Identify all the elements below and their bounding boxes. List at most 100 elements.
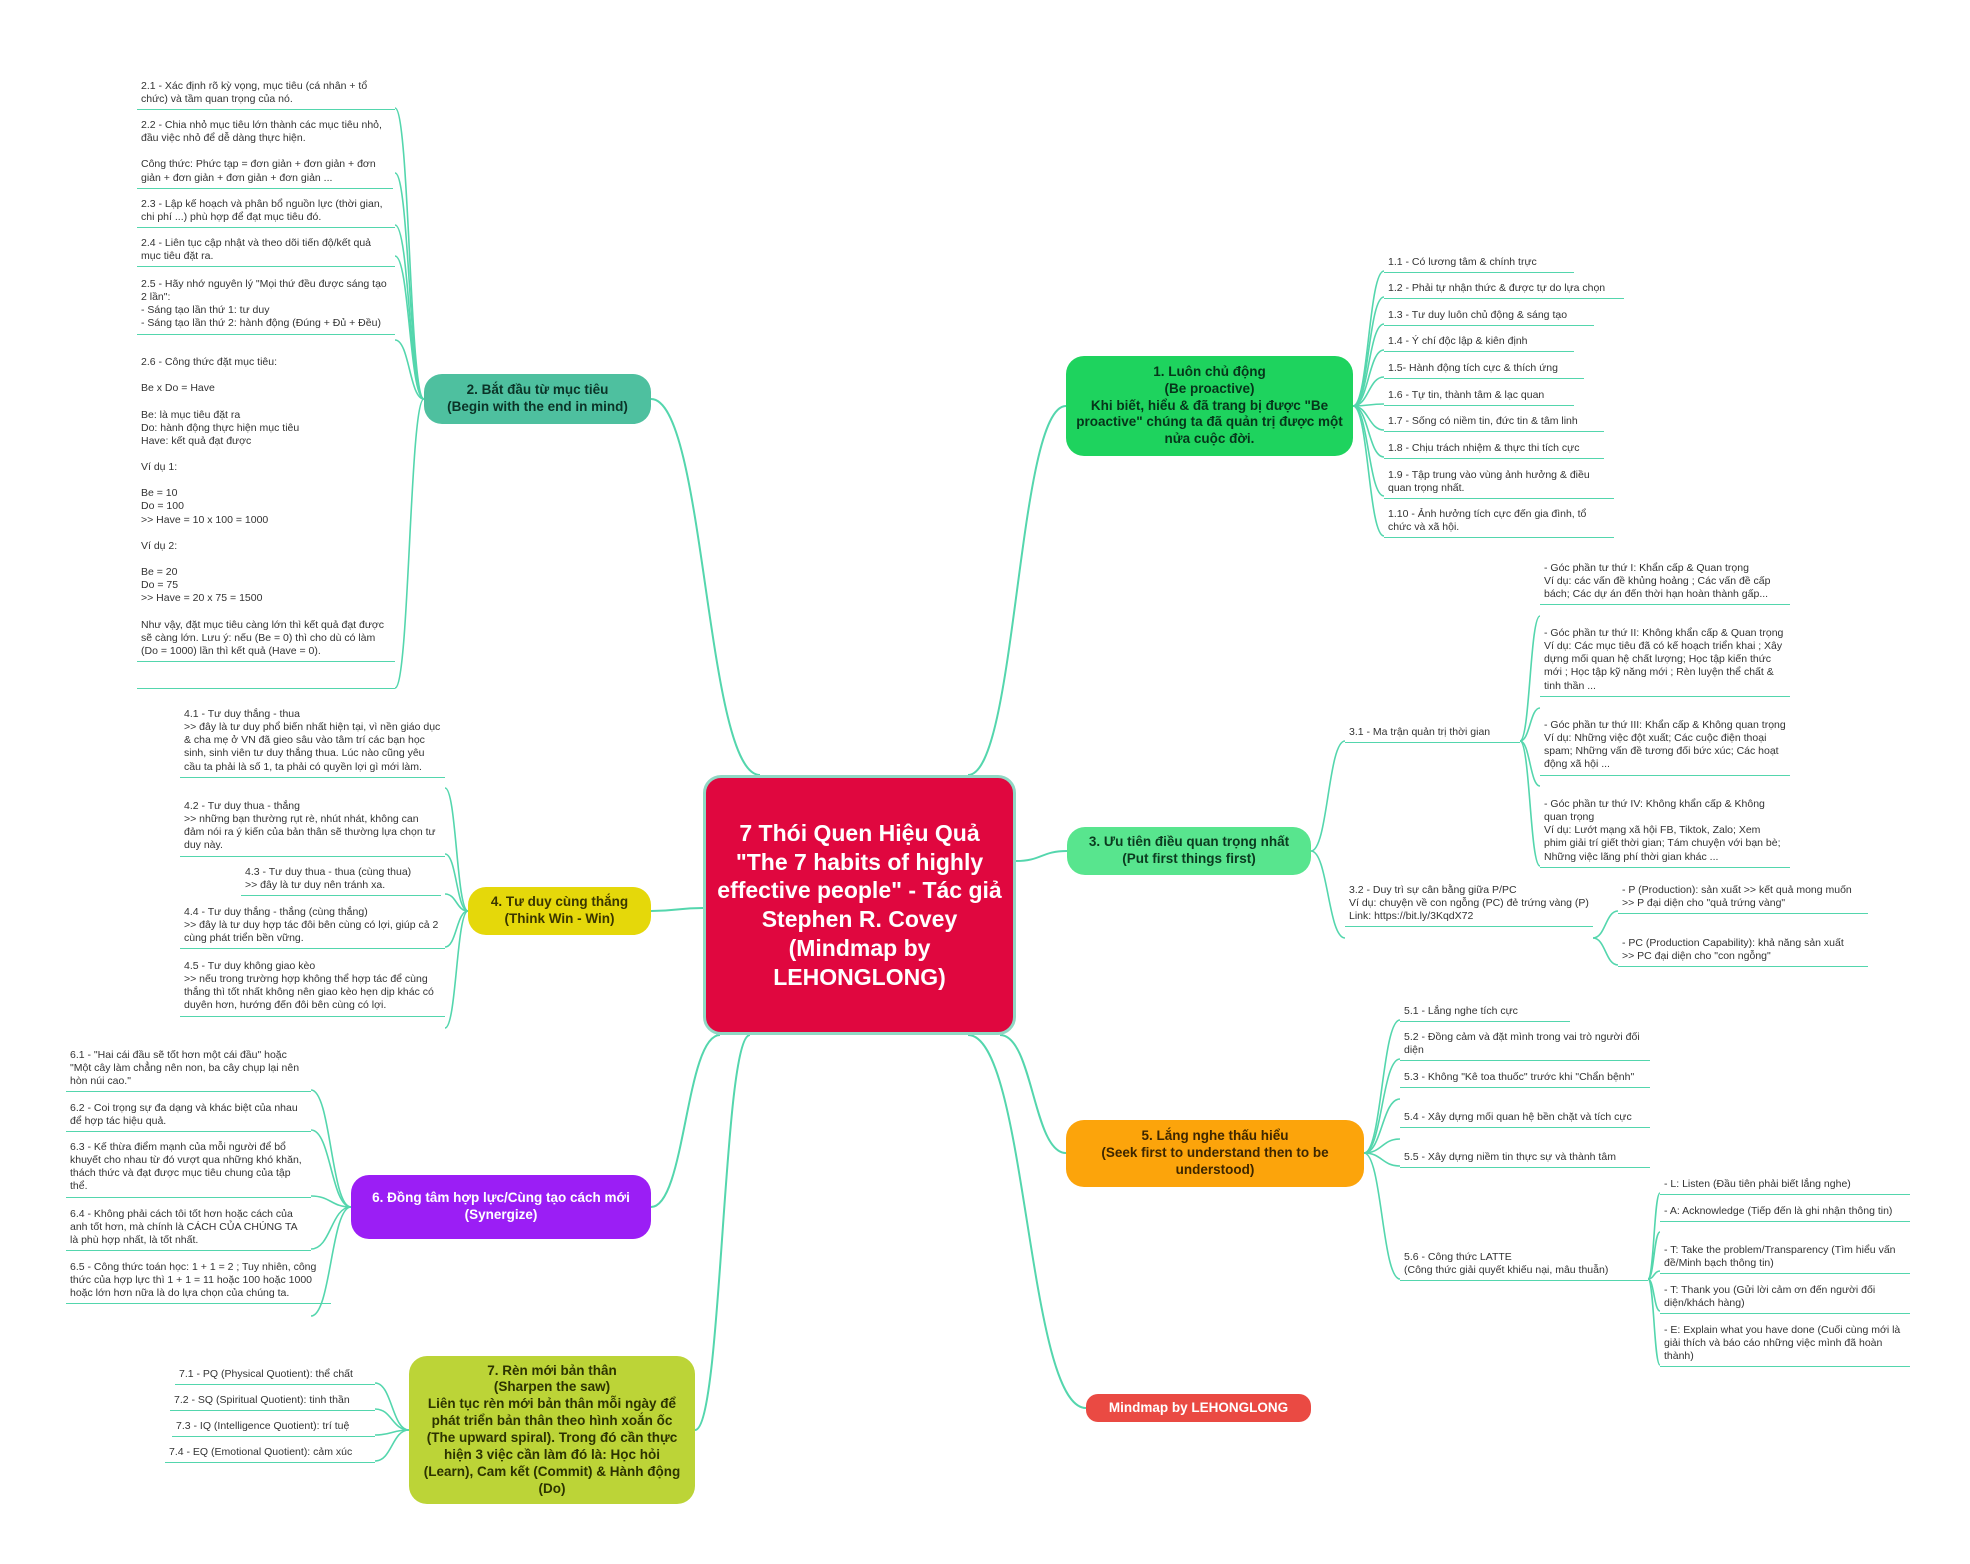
link-b3g1-1 <box>1519 707 1541 742</box>
b5-item[interactable]: 5.1 - Lắng nghe tích cực <box>1400 1005 1570 1023</box>
b4-item[interactable]: 4.1 - Tư duy thắng - thua >> đây là tư d… <box>180 708 445 778</box>
b5-latte-item[interactable]: - T: Take the problem/Transparency (Tìm … <box>1660 1244 1910 1275</box>
b7-item[interactable]: 7.2 - SQ (Spiritual Quotient): tinh thần <box>170 1394 375 1412</box>
b2-items-tail <box>137 688 395 689</box>
link-b6-4 <box>310 1206 352 1317</box>
link-b3g1-3 <box>1519 740 1541 867</box>
link-b2-4 <box>394 339 425 400</box>
b4-item[interactable]: 4.4 - Tư duy thắng - thắng (cùng thắng) … <box>180 906 445 950</box>
link-b7-0 <box>374 1382 410 1431</box>
b5-latte-item[interactable]: - A: Acknowledge (Tiếp đến là ghi nhận t… <box>1660 1205 1910 1223</box>
link-b3g2-1 <box>1592 937 1619 966</box>
branch-6-synergize[interactable]: 6. Đồng tâm hợp lực/Cùng tạo cách mới (S… <box>351 1175 651 1239</box>
link-root-b3 <box>1015 850 1068 862</box>
b3-time-matrix[interactable]: 3.1 - Ma trận quản trị thời gian <box>1345 726 1520 744</box>
link-root-b7 <box>694 1034 751 1431</box>
b3-quadrant[interactable]: - Góc phần tư thứ IV: Không khẩn cấp & K… <box>1540 798 1790 868</box>
root-topic[interactable]: 7 Thói Quen Hiệu Quả "The 7 habits of hi… <box>703 775 1016 1035</box>
branch-7-sharpen-the-saw[interactable]: 7. Rèn mới bản thân (Sharpen the saw) Li… <box>409 1356 695 1504</box>
link-b3-0 <box>1310 740 1346 852</box>
link-b1-9 <box>1352 405 1385 537</box>
branch-8-credit[interactable]: Mindmap by LEHONGLONG <box>1086 1394 1311 1422</box>
link-b5-5 <box>1363 1152 1401 1280</box>
b3-quadrant[interactable]: - Góc phần tư thứ III: Khẩn cấp & Không … <box>1540 719 1790 776</box>
b1-item[interactable]: 1.9 - Tập trung vào vùng ảnh hưởng & điề… <box>1384 469 1614 500</box>
b3-pc-balance[interactable]: 3.2 - Duy trì sự cân bằng giữa P/PC Ví d… <box>1345 884 1593 928</box>
b5-item[interactable]: 5.3 - Không "Kê toa thuốc" trước khi "Ch… <box>1400 1071 1650 1089</box>
b3-quadrant[interactable]: - Góc phần tư thứ II: Không khẩn cấp & Q… <box>1540 627 1790 697</box>
link-b4-0 <box>444 787 469 912</box>
b5-latte-item[interactable]: - E: Explain what you have done (Cuối cù… <box>1660 1324 1910 1368</box>
b4-item[interactable]: 4.2 - Tư duy thua - thắng >> những bạn t… <box>180 800 445 857</box>
b1-item[interactable]: 1.5- Hành động tích cực & thích ứng <box>1384 362 1584 380</box>
b2-item[interactable]: 2.1 - Xác định rõ kỳ vọng, mục tiêu (cá … <box>137 80 395 111</box>
link-root-b2 <box>650 398 761 776</box>
link-b5g-0 <box>1647 1192 1661 1280</box>
link-b5g-4 <box>1647 1278 1661 1366</box>
b1-item[interactable]: 1.6 - Tự tin, thành tâm & lạc quan <box>1384 389 1574 407</box>
b1-item[interactable]: 1.3 - Tư duy luôn chủ động & sáng tạo <box>1384 309 1594 327</box>
b1-item[interactable]: 1.1 - Có lương tâm & chính trực <box>1384 256 1574 274</box>
b1-item[interactable]: 1.10 - Ảnh hưởng tích cực đến gia đình, … <box>1384 508 1614 539</box>
link-root-b1 <box>967 405 1067 776</box>
link-b5-0 <box>1363 1019 1401 1154</box>
link-root-b6 <box>650 1034 721 1208</box>
link-b3g1-2 <box>1519 740 1541 787</box>
link-b6-2 <box>310 1195 352 1208</box>
b1-item[interactable]: 1.4 - Ý chí độc lập & kiên định <box>1384 335 1574 353</box>
b6-item[interactable]: 6.3 - Kế thừa điểm mạnh của mỗi người để… <box>66 1141 311 1198</box>
branch-4-think-win-win[interactable]: 4. Tư duy cùng thắng (Think Win - Win) <box>468 887 651 935</box>
b6-item[interactable]: 6.2 - Coi trọng sự đa dạng và khác biệt … <box>66 1102 311 1133</box>
b5-latte[interactable]: 5.6 - Công thức LATTE (Công thức giải qu… <box>1400 1251 1648 1282</box>
link-b2-3 <box>394 255 425 400</box>
branch-1-be-proactive[interactable]: 1. Luôn chủ động (Be proactive) Khi biết… <box>1066 356 1353 456</box>
b5-latte-item[interactable]: - T: Thank you (Gửi lời cảm ơn đến người… <box>1660 1284 1910 1315</box>
link-b2-0 <box>394 107 425 400</box>
b5-item[interactable]: 5.4 - Xây dựng mối quan hệ bền chặt và t… <box>1400 1111 1650 1129</box>
link-b6-0 <box>310 1089 352 1208</box>
b1-item[interactable]: 1.2 - Phải tự nhận thức & được tự do lựa… <box>1384 282 1624 300</box>
b2-item[interactable]: 2.4 - Liên tục cập nhật và theo dõi tiến… <box>137 237 395 268</box>
b6-item[interactable]: 6.5 - Công thức toán học: 1 + 1 = 2 ; Tu… <box>66 1261 331 1305</box>
link-b6-1 <box>310 1129 352 1208</box>
b7-item[interactable]: 7.4 - EQ (Emotional Quotient): cảm xúc <box>165 1446 375 1464</box>
b2-item[interactable]: 2.2 - Chia nhỏ mục tiêu lớn thành các mụ… <box>137 119 393 189</box>
b5-item[interactable]: 5.2 - Đồng cảm và đặt mình trong vai trò… <box>1400 1031 1650 1062</box>
link-b4-4 <box>444 910 469 1029</box>
branch-3-first-things-first[interactable]: 3. Ưu tiên điều quan trọng nhất (Put fir… <box>1067 827 1311 875</box>
branch-5-seek-to-understand[interactable]: 5. Lắng nghe thấu hiểu (Seek first to un… <box>1066 1120 1364 1187</box>
b3-quadrant[interactable]: - Góc phần tư thứ I: Khẩn cấp & Quan trọ… <box>1540 562 1790 606</box>
b4-item[interactable]: 4.5 - Tư duy không giao kèo >> nếu trong… <box>180 960 445 1017</box>
link-b7-1 <box>374 1408 410 1431</box>
b3-pc-item[interactable]: - P (Production): sản xuất >> kết quả mo… <box>1618 884 1868 915</box>
b2-item[interactable]: 2.3 - Lập kế hoạch và phân bổ nguồn lực … <box>137 198 395 229</box>
b4-item[interactable]: 4.3 - Tư duy thua - thua (cùng thua) >> … <box>241 866 441 897</box>
link-b1-0 <box>1352 270 1385 407</box>
link-b2-5 <box>394 398 425 689</box>
b2-item[interactable]: 2.6 - Công thức đặt mục tiêu: Be x Do = … <box>137 356 395 662</box>
b5-item[interactable]: 5.5 - Xây dựng niềm tin thực sự và thành… <box>1400 1151 1650 1169</box>
link-b5-2 <box>1363 1098 1401 1154</box>
link-root-b4 <box>650 907 704 912</box>
link-b6-3 <box>310 1206 352 1250</box>
link-b5-1 <box>1363 1058 1401 1154</box>
b6-item[interactable]: 6.1 - "Hai cái đầu sẽ tốt hơn một cái đầ… <box>66 1049 311 1093</box>
b1-item[interactable]: 1.8 - Chịu trách nhiệm & thực thi tích c… <box>1384 442 1604 460</box>
b6-item[interactable]: 6.4 - Không phải cách tôi tốt hơn hoặc c… <box>66 1208 311 1252</box>
link-root-b5 <box>999 1034 1067 1154</box>
b1-item[interactable]: 1.7 - Sống có niềm tin, đức tin & tâm li… <box>1384 415 1604 433</box>
link-b3-1 <box>1310 850 1346 939</box>
link-b1-8 <box>1352 405 1385 497</box>
b5-latte-item[interactable]: - L: Listen (Đầu tiên phải biết lắng ngh… <box>1660 1178 1910 1196</box>
link-root-b8 <box>967 1034 1087 1409</box>
b7-item[interactable]: 7.1 - PQ (Physical Quotient): thể chất <box>175 1368 375 1386</box>
link-b4-1 <box>444 853 469 912</box>
link-b3g2-0 <box>1592 910 1619 939</box>
b2-item[interactable]: 2.5 - Hãy nhớ nguyên lý "Mọi thứ đều đượ… <box>137 278 395 335</box>
b3-pc-item[interactable]: - PC (Production Capability): khả năng s… <box>1618 937 1868 968</box>
link-b5-4 <box>1363 1152 1401 1167</box>
link-b3g1-0 <box>1519 615 1541 742</box>
branch-2-begin-with-end[interactable]: 2. Bắt đầu từ mục tiêu (Begin with the e… <box>424 374 651 424</box>
b7-item[interactable]: 7.3 - IQ (Intelligence Quotient): trí tu… <box>172 1420 375 1438</box>
